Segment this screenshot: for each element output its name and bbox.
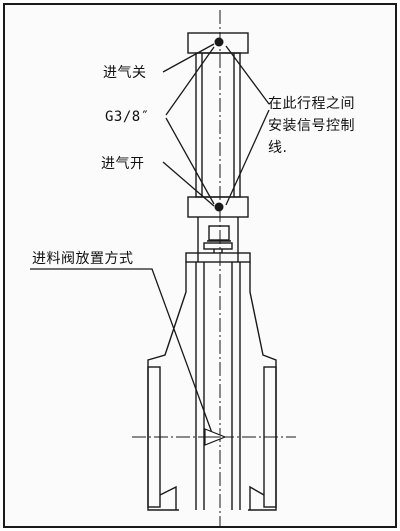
label-intake-open: 进气开	[101, 156, 145, 172]
label-install-note: 在此行程之间 安装信号控制 线.	[268, 93, 398, 159]
mounting-yoke	[185, 217, 251, 263]
label-port-size: G3/8″	[105, 109, 150, 125]
diagram-frame	[3, 3, 397, 528]
leader-stroke-lower	[225, 109, 270, 206]
leader-intake-open	[162, 161, 215, 207]
leader-stroke-upper	[225, 45, 270, 105]
leader-intake-close	[162, 43, 215, 73]
leader-valve-placement	[30, 268, 213, 434]
label-valve-placement: 进料阀放置方式	[32, 251, 134, 267]
install-note-line1: 在此行程之间	[268, 96, 355, 112]
cylinder-bottom-flange	[187, 196, 249, 218]
install-note-line2: 安装信号控制	[268, 118, 355, 134]
port-top	[214, 37, 224, 47]
port-bottom	[214, 202, 224, 212]
leader-port-size-lower	[165, 117, 215, 205]
install-note-line3: 线.	[268, 140, 288, 156]
leader-port-size-upper	[165, 46, 215, 116]
label-intake-close: 进气关	[103, 65, 147, 81]
valve-body	[147, 262, 277, 511]
cylinder-body	[195, 52, 241, 198]
